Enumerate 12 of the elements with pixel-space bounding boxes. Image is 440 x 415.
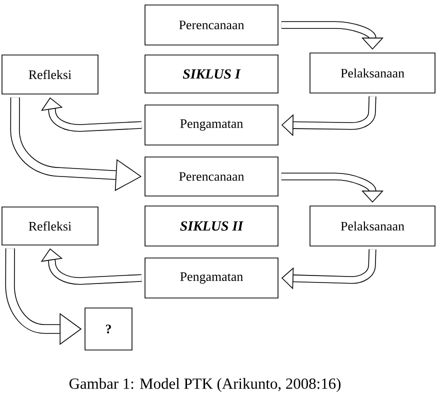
process-box: Pengamatan <box>144 104 278 146</box>
process-box: Refleksi <box>2 206 98 246</box>
process-box: Perencanaan <box>144 4 278 46</box>
unknown-box: ? <box>84 308 132 350</box>
caption: Gambar 1: Model PTK (Arikunto, 2008:16) <box>69 378 340 392</box>
process-box: Pelaksanaan <box>310 52 436 94</box>
process-box: Refleksi <box>2 54 98 94</box>
process-box: Pelaksanaan <box>310 206 436 246</box>
cycle-box: SIKLUS II <box>144 206 278 246</box>
process-box: Perencanaan <box>144 156 278 196</box>
cycle-box: SIKLUS I <box>144 54 278 94</box>
process-box: Pengamatan <box>144 258 278 298</box>
